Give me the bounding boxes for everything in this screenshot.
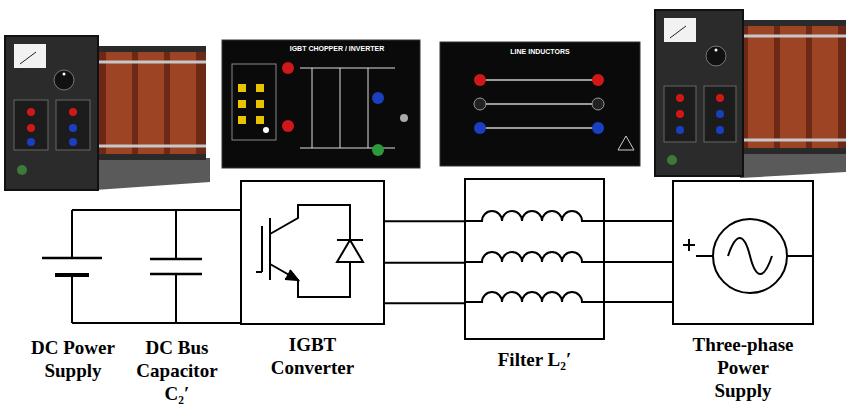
component-label: DC Bus Capacitor C₂′ [122, 336, 232, 405]
three-phase-wire [385, 262, 464, 264]
three-phase-wire [605, 220, 672, 222]
panel-title: IGBT CHOPPER / INVERTER [282, 45, 392, 53]
node-heading: IGBT Converter [263, 333, 363, 379]
three-phase-wire [385, 220, 464, 222]
line-inductors-photo [440, 42, 640, 166]
converter-box: IGBT Converter [240, 180, 385, 325]
igbt-panel-photo [222, 40, 420, 168]
filter-box: Filter L₂′ [464, 178, 605, 340]
three-phase-wire [605, 301, 672, 303]
capacitor-plate [150, 273, 202, 276]
capacitor-lead [175, 210, 177, 323]
battery-plate [55, 273, 89, 277]
battery-plate [42, 257, 102, 260]
three-phase-wire [385, 302, 464, 304]
schematic-symbols [42, 205, 812, 323]
node-heading: Three-phase Power Supply [687, 333, 799, 402]
three-phase-supply-photo [655, 10, 846, 178]
source-box: Three-phase Power Supply [672, 180, 814, 325]
three-phase-wire [605, 261, 672, 263]
inductor-symbol [466, 211, 603, 302]
dc-bus-wire [72, 210, 240, 323]
component-label: DC Power Supply [12, 336, 134, 382]
battery-lead [71, 210, 73, 323]
power-supply-photo [5, 36, 210, 190]
capacitor-plate [150, 258, 202, 261]
panel-title: LINE INDUCTORS [490, 48, 590, 56]
igbt-symbol [256, 205, 363, 297]
ac-source-symbol [683, 219, 812, 293]
node-heading: Filter L₂′ [495, 348, 575, 371]
